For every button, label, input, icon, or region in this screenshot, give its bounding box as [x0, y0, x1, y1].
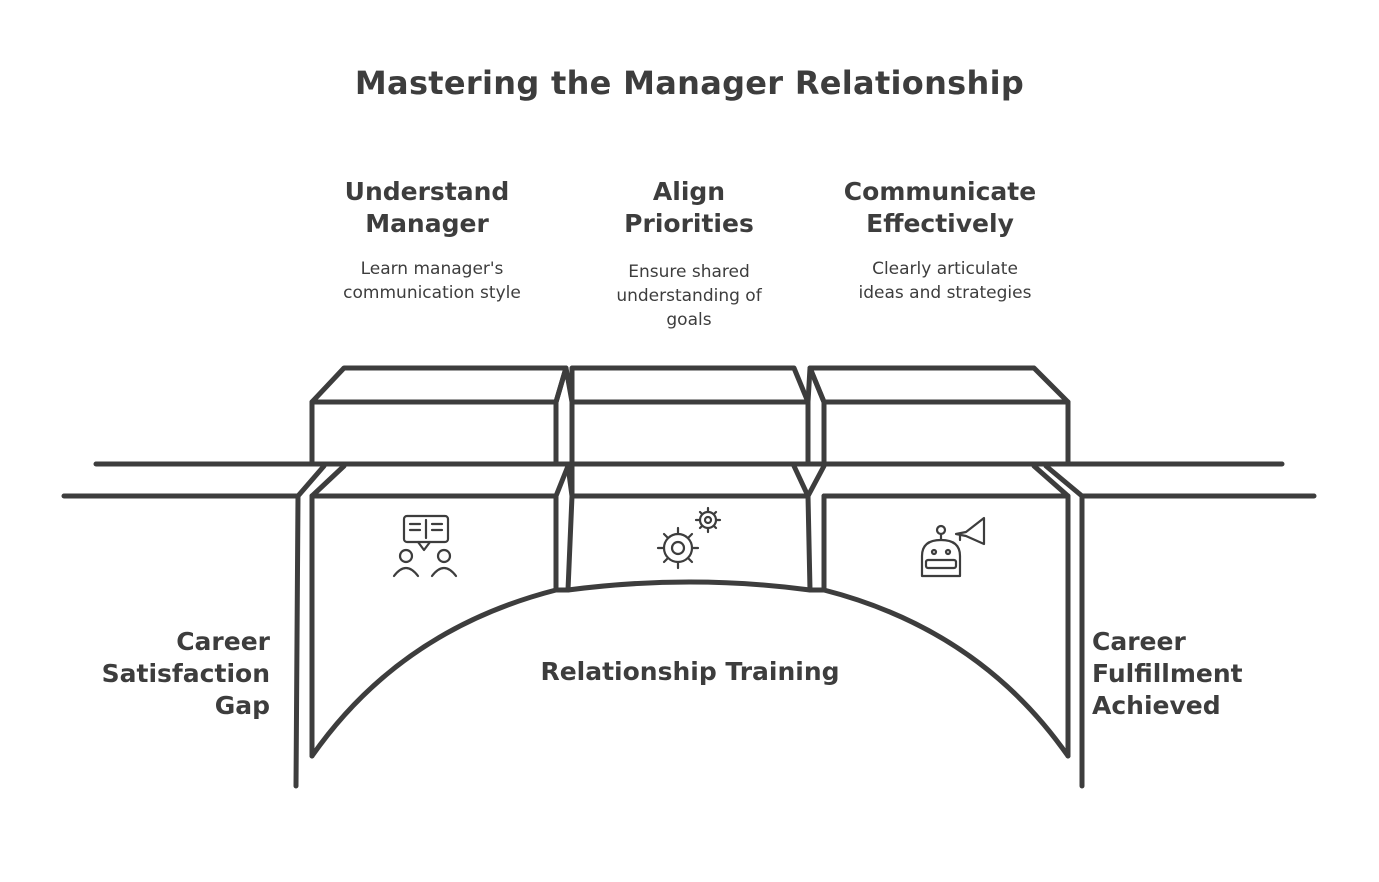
step-3-title: Communicate Effectively — [843, 177, 1037, 238]
step-2-title: Align Priorities — [624, 177, 754, 238]
bridge-label: Relationship Training — [540, 657, 840, 686]
step-1-title: Understand Manager — [344, 177, 510, 238]
step-1-description: Learn manager's communication style — [343, 259, 521, 303]
right-label: Career Fulfillment Achieved — [1092, 627, 1243, 720]
step-2-description: Ensure shared understanding of goals — [616, 262, 762, 330]
gears-icon — [656, 506, 722, 570]
diagram-title: Mastering the Manager Relationship — [354, 64, 1025, 102]
people-chat-icon — [392, 514, 458, 578]
robot-megaphone-icon — [920, 516, 986, 578]
left-label: Career Satisfaction Gap — [101, 627, 270, 720]
bridge-arch — [295, 463, 1085, 759]
step-3-description: Clearly articulate ideas and strategies — [858, 259, 1032, 303]
bridge-deck — [309, 365, 1071, 467]
cliff-wall-left — [293, 493, 301, 789]
